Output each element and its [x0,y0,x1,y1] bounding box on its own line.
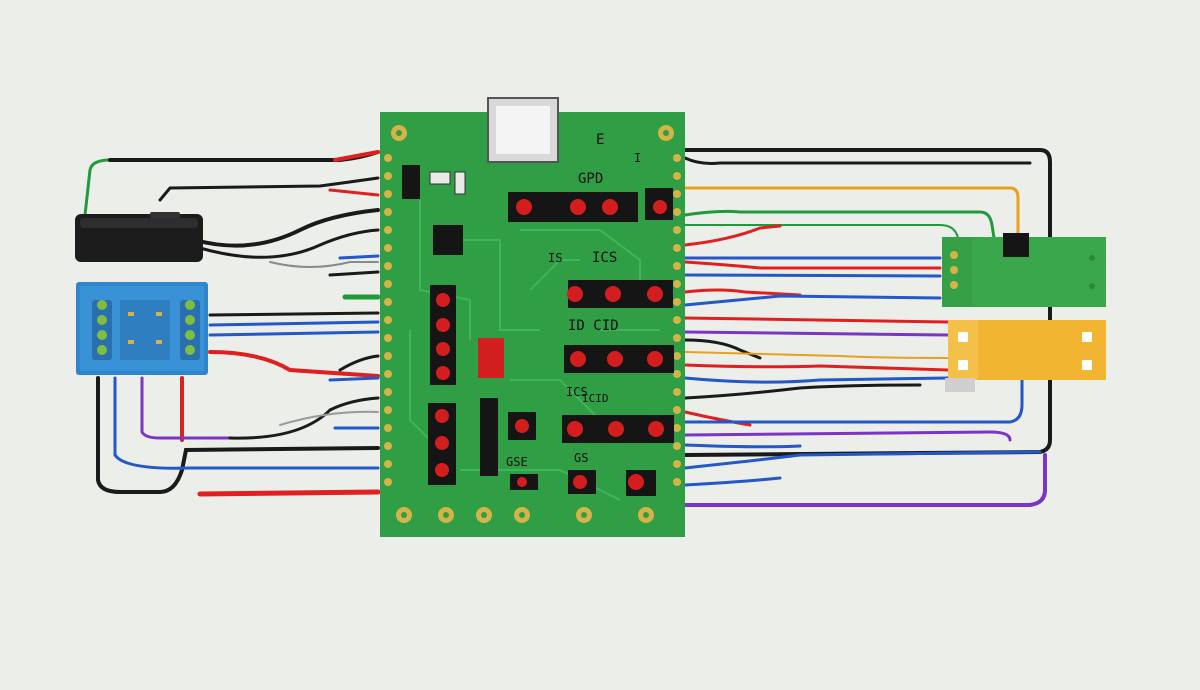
wire-green-right-2 [684,224,959,239]
wire-black-conn-2 [198,228,380,259]
transistor-top-2 [454,171,466,195]
led-row-top [508,192,667,222]
label-top-1: E [596,132,604,148]
left-wires [83,150,381,497]
wire-orange-right [683,186,1020,240]
wire-black-left-4 [228,396,380,440]
wire-red-right-1 [683,224,782,247]
wire-blue-right-6 [683,443,802,449]
terminal-block-left [92,300,112,360]
usb-port [487,97,559,163]
wire-gray-left [269,261,379,268]
wire-black-module-2 [338,354,380,372]
wire-black-module-1 [208,311,380,317]
wire-orange-right-2 [684,351,949,359]
led-row-mid-3 [562,415,674,443]
led-column-left [430,285,456,385]
wire-black-conn-1 [193,208,380,248]
wire-red-right-5 [683,363,950,372]
led-row-mid-2 [564,345,674,373]
terminal-block-right [180,300,200,360]
label-mid-4: ICS [566,385,588,399]
bottom-pads [396,507,654,523]
silkscreen-labels: E GPD I IS ICS ID CID ICS ICID GSE GS [506,132,641,469]
wire-blue-left-1 [338,254,380,260]
label-bot-2: GSE [506,455,528,469]
right-wires [683,148,1052,507]
wire-red-right-3 [683,288,802,297]
right-pin-header [673,154,681,486]
wire-purple-right-2 [683,430,1012,442]
wire-blue-right-7 [683,450,1042,470]
wire-blue-module-2 [208,330,380,337]
label-mid-2: ICS [592,250,617,266]
yellow-power-module [945,320,1106,392]
chip-vertical [480,398,498,476]
left-pin-header [384,154,392,486]
yellow-module-bracket [945,378,975,392]
wire-black-right-4 [683,383,922,400]
label-bot-1: ICID [582,392,609,405]
wire-black-top-2 [158,176,380,202]
red-capacitor [478,338,504,378]
wire-green-right-1 [683,209,996,240]
main-pcb: E GPD I IS ICS ID CID ICS ICID GSE GS [380,97,685,537]
green-sensor-module [942,233,1106,307]
wire-gray-left-2 [279,410,379,426]
led-single-mid [508,412,536,440]
wire-blue-right-5 [683,376,1024,424]
label-small-1: I [634,151,641,165]
bottom-leds [510,470,656,496]
wire-blue-right-3 [683,294,942,307]
wire-red-module-1 [208,350,380,378]
blue-relay-module [76,282,208,375]
wire-red-top-2 [328,188,380,197]
black-connector [75,212,203,262]
label-mid-1: IS [548,251,562,265]
wire-purple-left [140,376,232,440]
wire-red-right-6 [683,410,752,427]
mounting-holes [391,125,674,141]
wire-red-right-4 [683,316,950,324]
wire-purple-right-3 [683,453,1047,507]
wire-purple-right-1 [683,330,950,337]
wire-black-loop [96,376,380,494]
transistor-top [429,171,451,185]
chip-top-left [402,165,420,199]
wire-blue-right-4 [683,376,950,384]
wire-black-left-3 [328,270,380,277]
sensor-chip [1003,233,1029,257]
wire-blue-left-2 [113,376,380,470]
label-top-2: GPD [578,171,603,187]
wire-red-right-2 [683,260,942,270]
wire-blue-right-2 [683,273,942,278]
led-column-bottom [428,403,456,485]
led-row-mid-1 [567,280,673,308]
wire-blue-module-1 [208,320,380,327]
wire-blue-module-3 [328,376,380,382]
wire-red-top-1 [333,150,380,162]
label-mid-3: ID CID [568,318,619,334]
chip-center-left [433,225,463,255]
wire-red-bottom [197,489,381,497]
wire-black-right-2 [683,156,1032,165]
label-bot-3: GS [574,451,588,465]
wire-blue-right-8 [683,476,782,487]
wire-black-right-3 [683,338,762,360]
